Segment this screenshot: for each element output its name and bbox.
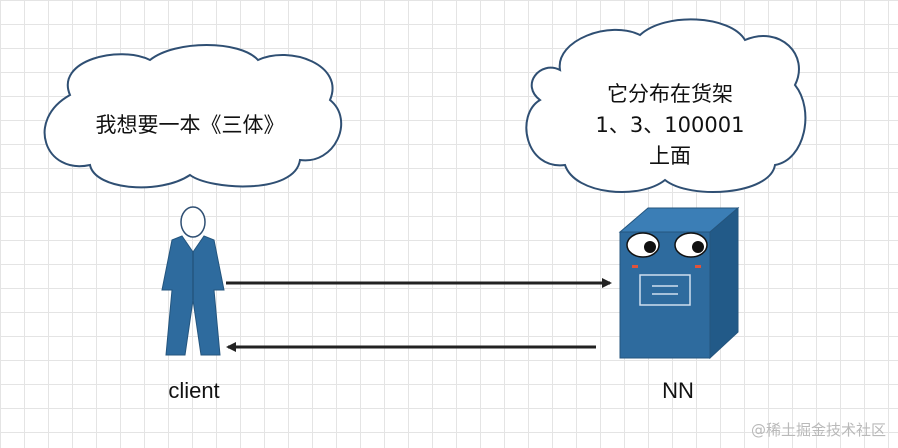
nn-label: NN <box>662 378 694 403</box>
nn-thought-cloud <box>525 18 807 193</box>
client-label: client <box>168 378 220 403</box>
nn-server-icon <box>618 206 740 360</box>
watermark: @稀土掘金技术社区 <box>750 421 886 439</box>
nn-bubble-line-1: 它分布在货架 <box>607 81 733 106</box>
nn-bubble-text: 它分布在货架 1、3、100001 上面 <box>560 75 780 175</box>
nn-bubble-line-3: 上面 <box>649 143 691 168</box>
client-person-icon <box>161 206 225 356</box>
client-bubble-text: 我想要一本《三体》 <box>95 112 285 137</box>
client-thought-cloud <box>43 44 343 189</box>
nn-bubble-line-2: 1、3、100001 <box>595 112 745 137</box>
